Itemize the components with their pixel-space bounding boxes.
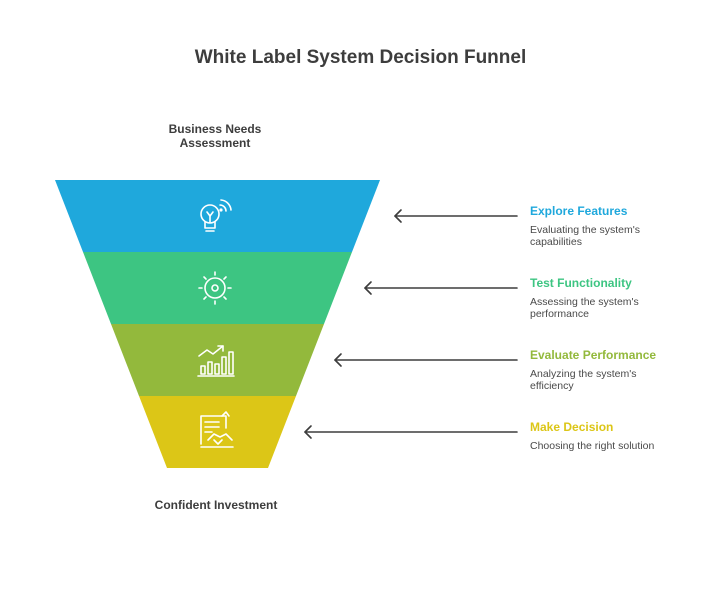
contract-handshake-icon [200, 411, 234, 448]
step-desc-make-decision: Choosing the right solution [530, 440, 655, 452]
step-title-evaluate-performance: Evaluate Performance [530, 348, 657, 362]
growth-chart-icon [197, 345, 235, 377]
gear-sun-icon [198, 271, 232, 305]
arrow-1 [394, 209, 518, 223]
funnel-band-4 [139, 396, 296, 468]
funnel-band-1 [55, 180, 380, 252]
arrow-4 [304, 425, 518, 439]
step-desc-explore-features: Evaluating the system's capabilities [530, 224, 640, 248]
step-desc-test-functionality: Assessing the system's performance [530, 296, 639, 320]
step-desc-evaluate-performance: Analyzing the system's efficiency [530, 368, 637, 392]
arrow-2 [364, 281, 518, 295]
step-title-make-decision: Make Decision [530, 420, 614, 434]
arrow-3 [334, 353, 518, 367]
funnel-bottom-label: Confident Investment [154, 498, 278, 512]
lightbulb-wifi-icon [200, 199, 232, 232]
page-title: White Label System Decision Funnel [194, 47, 527, 68]
funnel-top-label: Business Needs Assessment [168, 122, 262, 150]
step-title-test-functionality: Test Functionality [530, 276, 632, 290]
funnel-band-3 [111, 324, 324, 396]
step-title-explore-features: Explore Features [530, 204, 628, 218]
